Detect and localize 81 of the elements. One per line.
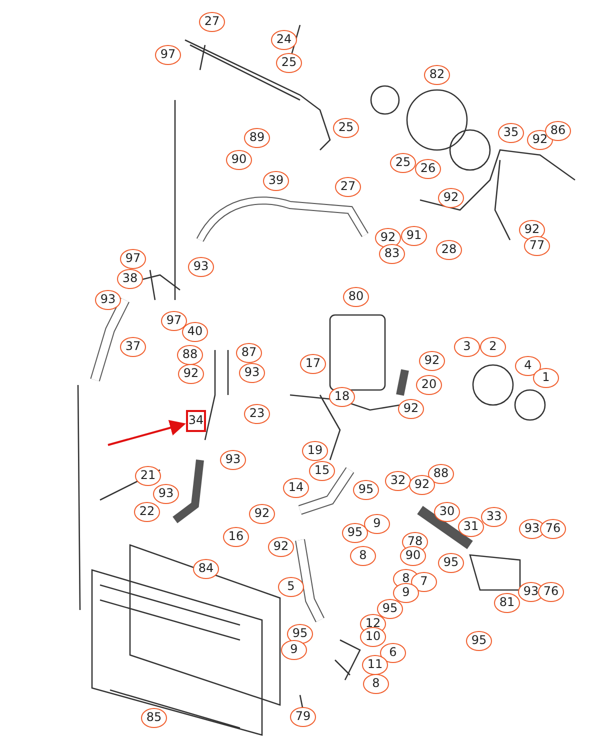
- callout-number: 14: [283, 478, 309, 498]
- callout-number: 93: [220, 450, 246, 470]
- callout-number: 92: [178, 364, 204, 384]
- callout-number: 92: [519, 220, 545, 240]
- callout-number: 32: [385, 471, 411, 491]
- callout-number: 5: [278, 577, 304, 597]
- callout-number: 85: [141, 708, 167, 728]
- callout-number: 25: [390, 153, 416, 173]
- callout-number: 88: [428, 464, 454, 484]
- callout-number: 95: [438, 553, 464, 573]
- callout-number: 25: [276, 53, 302, 73]
- callout-number: 33: [481, 507, 507, 527]
- callout-number: 90: [226, 150, 252, 170]
- callout-number: 20: [416, 375, 442, 395]
- callout-number: 84: [193, 559, 219, 579]
- callout-number: 92: [409, 475, 435, 495]
- callout-number: 27: [199, 12, 225, 32]
- callout-number: 95: [287, 624, 313, 644]
- callout-number: 97: [120, 249, 146, 269]
- callout-number: 90: [400, 546, 426, 566]
- callout-number: 15: [309, 461, 335, 481]
- callout-number: 23: [244, 404, 270, 424]
- callout-number: 92: [438, 188, 464, 208]
- callout-number: 27: [335, 177, 361, 197]
- callout-number: 93: [95, 290, 121, 310]
- callout-number: 24: [271, 30, 297, 50]
- callout-number: 93: [153, 484, 179, 504]
- callout-number: 77: [524, 236, 550, 256]
- callout-number: 97: [155, 45, 181, 65]
- callout-number: 76: [540, 519, 566, 539]
- callout-number: 89: [244, 128, 270, 148]
- callout-number: 8: [363, 674, 389, 694]
- callout-number: 2: [480, 337, 506, 357]
- callout-number: 92: [375, 228, 401, 248]
- callout-number: 83: [379, 244, 405, 264]
- callout-number: 76: [538, 582, 564, 602]
- callout-number: 3: [454, 337, 480, 357]
- callout-number: 80: [343, 287, 369, 307]
- callout-number: 34: [186, 410, 206, 432]
- callout-number: 92: [398, 399, 424, 419]
- callout-number: 9: [281, 640, 307, 660]
- callout-number: 19: [302, 441, 328, 461]
- callout-number: 22: [134, 502, 160, 522]
- callout-number: 6: [380, 643, 406, 663]
- callout-number: 16: [223, 527, 249, 547]
- callout-number: 8: [350, 546, 376, 566]
- callout-number: 88: [177, 345, 203, 365]
- callout-number: 95: [353, 480, 379, 500]
- callout-number: 95: [377, 599, 403, 619]
- callout-number: 39: [263, 171, 289, 191]
- callout-number: 25: [333, 118, 359, 138]
- callout-number: 95: [342, 523, 368, 543]
- callout-number: 1: [533, 368, 559, 388]
- callout-number: 11: [362, 655, 388, 675]
- callout-number: 95: [466, 631, 492, 651]
- callout-number: 81: [494, 593, 520, 613]
- callout-number: 21: [135, 466, 161, 486]
- callout-number: 17: [300, 354, 326, 374]
- callout-number: 37: [120, 337, 146, 357]
- callout-number: 18: [329, 387, 355, 407]
- callout-number: 87: [236, 343, 262, 363]
- callout-number: 92: [268, 537, 294, 557]
- callout-number: 35: [498, 123, 524, 143]
- callout-number: 97: [161, 311, 187, 331]
- callout-number: 91: [401, 226, 427, 246]
- callout-number: 38: [117, 269, 143, 289]
- callout-number: 92: [419, 351, 445, 371]
- callout-number: 26: [415, 159, 441, 179]
- callout-number: 79: [290, 707, 316, 727]
- callout-number: 30: [434, 502, 460, 522]
- callout-number: 82: [424, 65, 450, 85]
- callout-number: 4: [515, 356, 541, 376]
- callout-number: 40: [182, 322, 208, 342]
- callout-number: 93: [188, 257, 214, 277]
- callout-number: 9: [364, 514, 390, 534]
- callout-number: 9: [393, 583, 419, 603]
- callout-number: 92: [249, 504, 275, 524]
- callout-number: 93: [239, 363, 265, 383]
- callout-number: 31: [458, 517, 484, 537]
- callout-number: 28: [436, 240, 462, 260]
- callout-number: 86: [545, 121, 571, 141]
